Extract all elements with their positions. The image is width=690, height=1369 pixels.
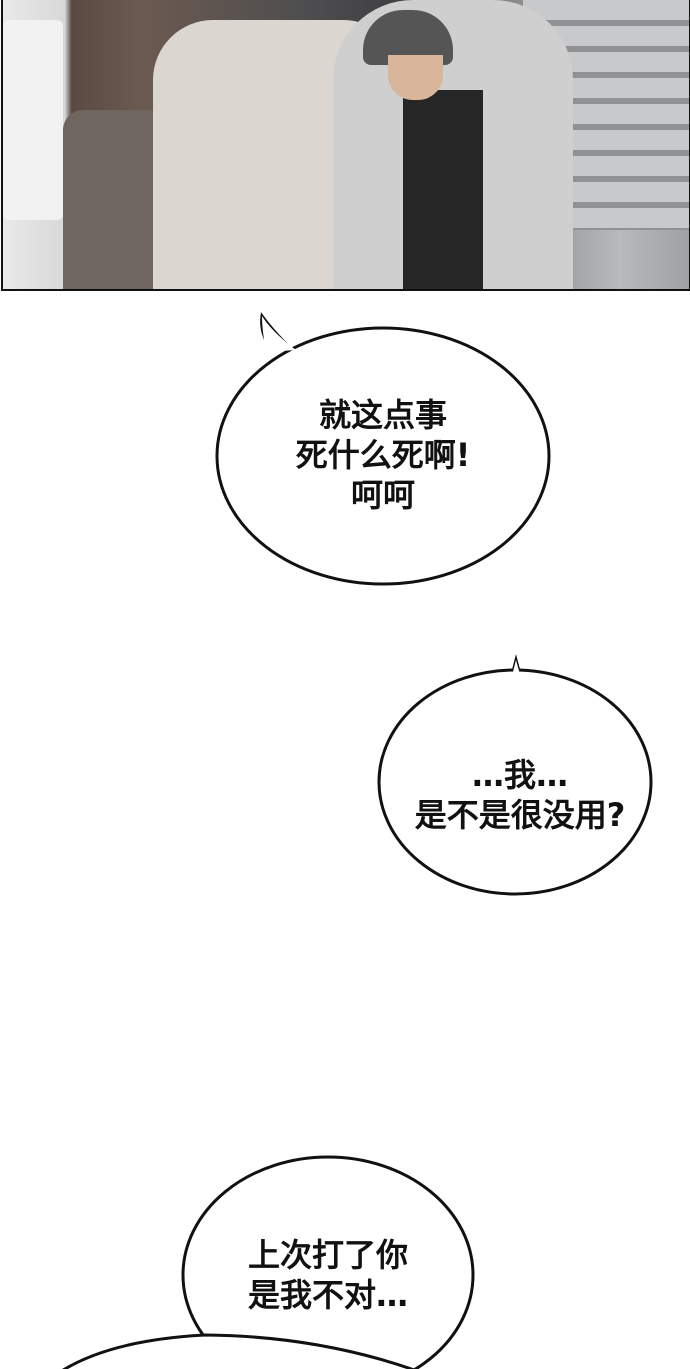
bubble-2-text: …我… 是不是很没用? (395, 755, 645, 835)
bubble-line: 是我不对… (247, 1276, 408, 1314)
speech-bubble-1 (215, 312, 551, 586)
bubble-line: 上次打了你 (247, 1236, 408, 1274)
bubble-1-text: 就这点事 死什么死啊! 呵呵 (283, 395, 483, 515)
comic-panel-street-scene (1, 0, 690, 291)
bubble-line: 是不是很没用? (414, 796, 626, 834)
bubble-line: …我… (471, 756, 568, 794)
car (3, 20, 63, 220)
bubble-3-text: 上次打了你 是我不对… (228, 1235, 428, 1315)
bubble-line: 死什么死啊! (295, 436, 471, 474)
character-face (388, 55, 443, 100)
speech-bubble-2 (377, 654, 653, 896)
speech-bubble-3 (181, 1155, 475, 1369)
bubble-line: 呵呵 (350, 476, 415, 514)
speech-bubble-4-partial (62, 1333, 416, 1369)
bubble-line: 就这点事 (318, 396, 447, 434)
character-inner-shirt (403, 90, 483, 289)
